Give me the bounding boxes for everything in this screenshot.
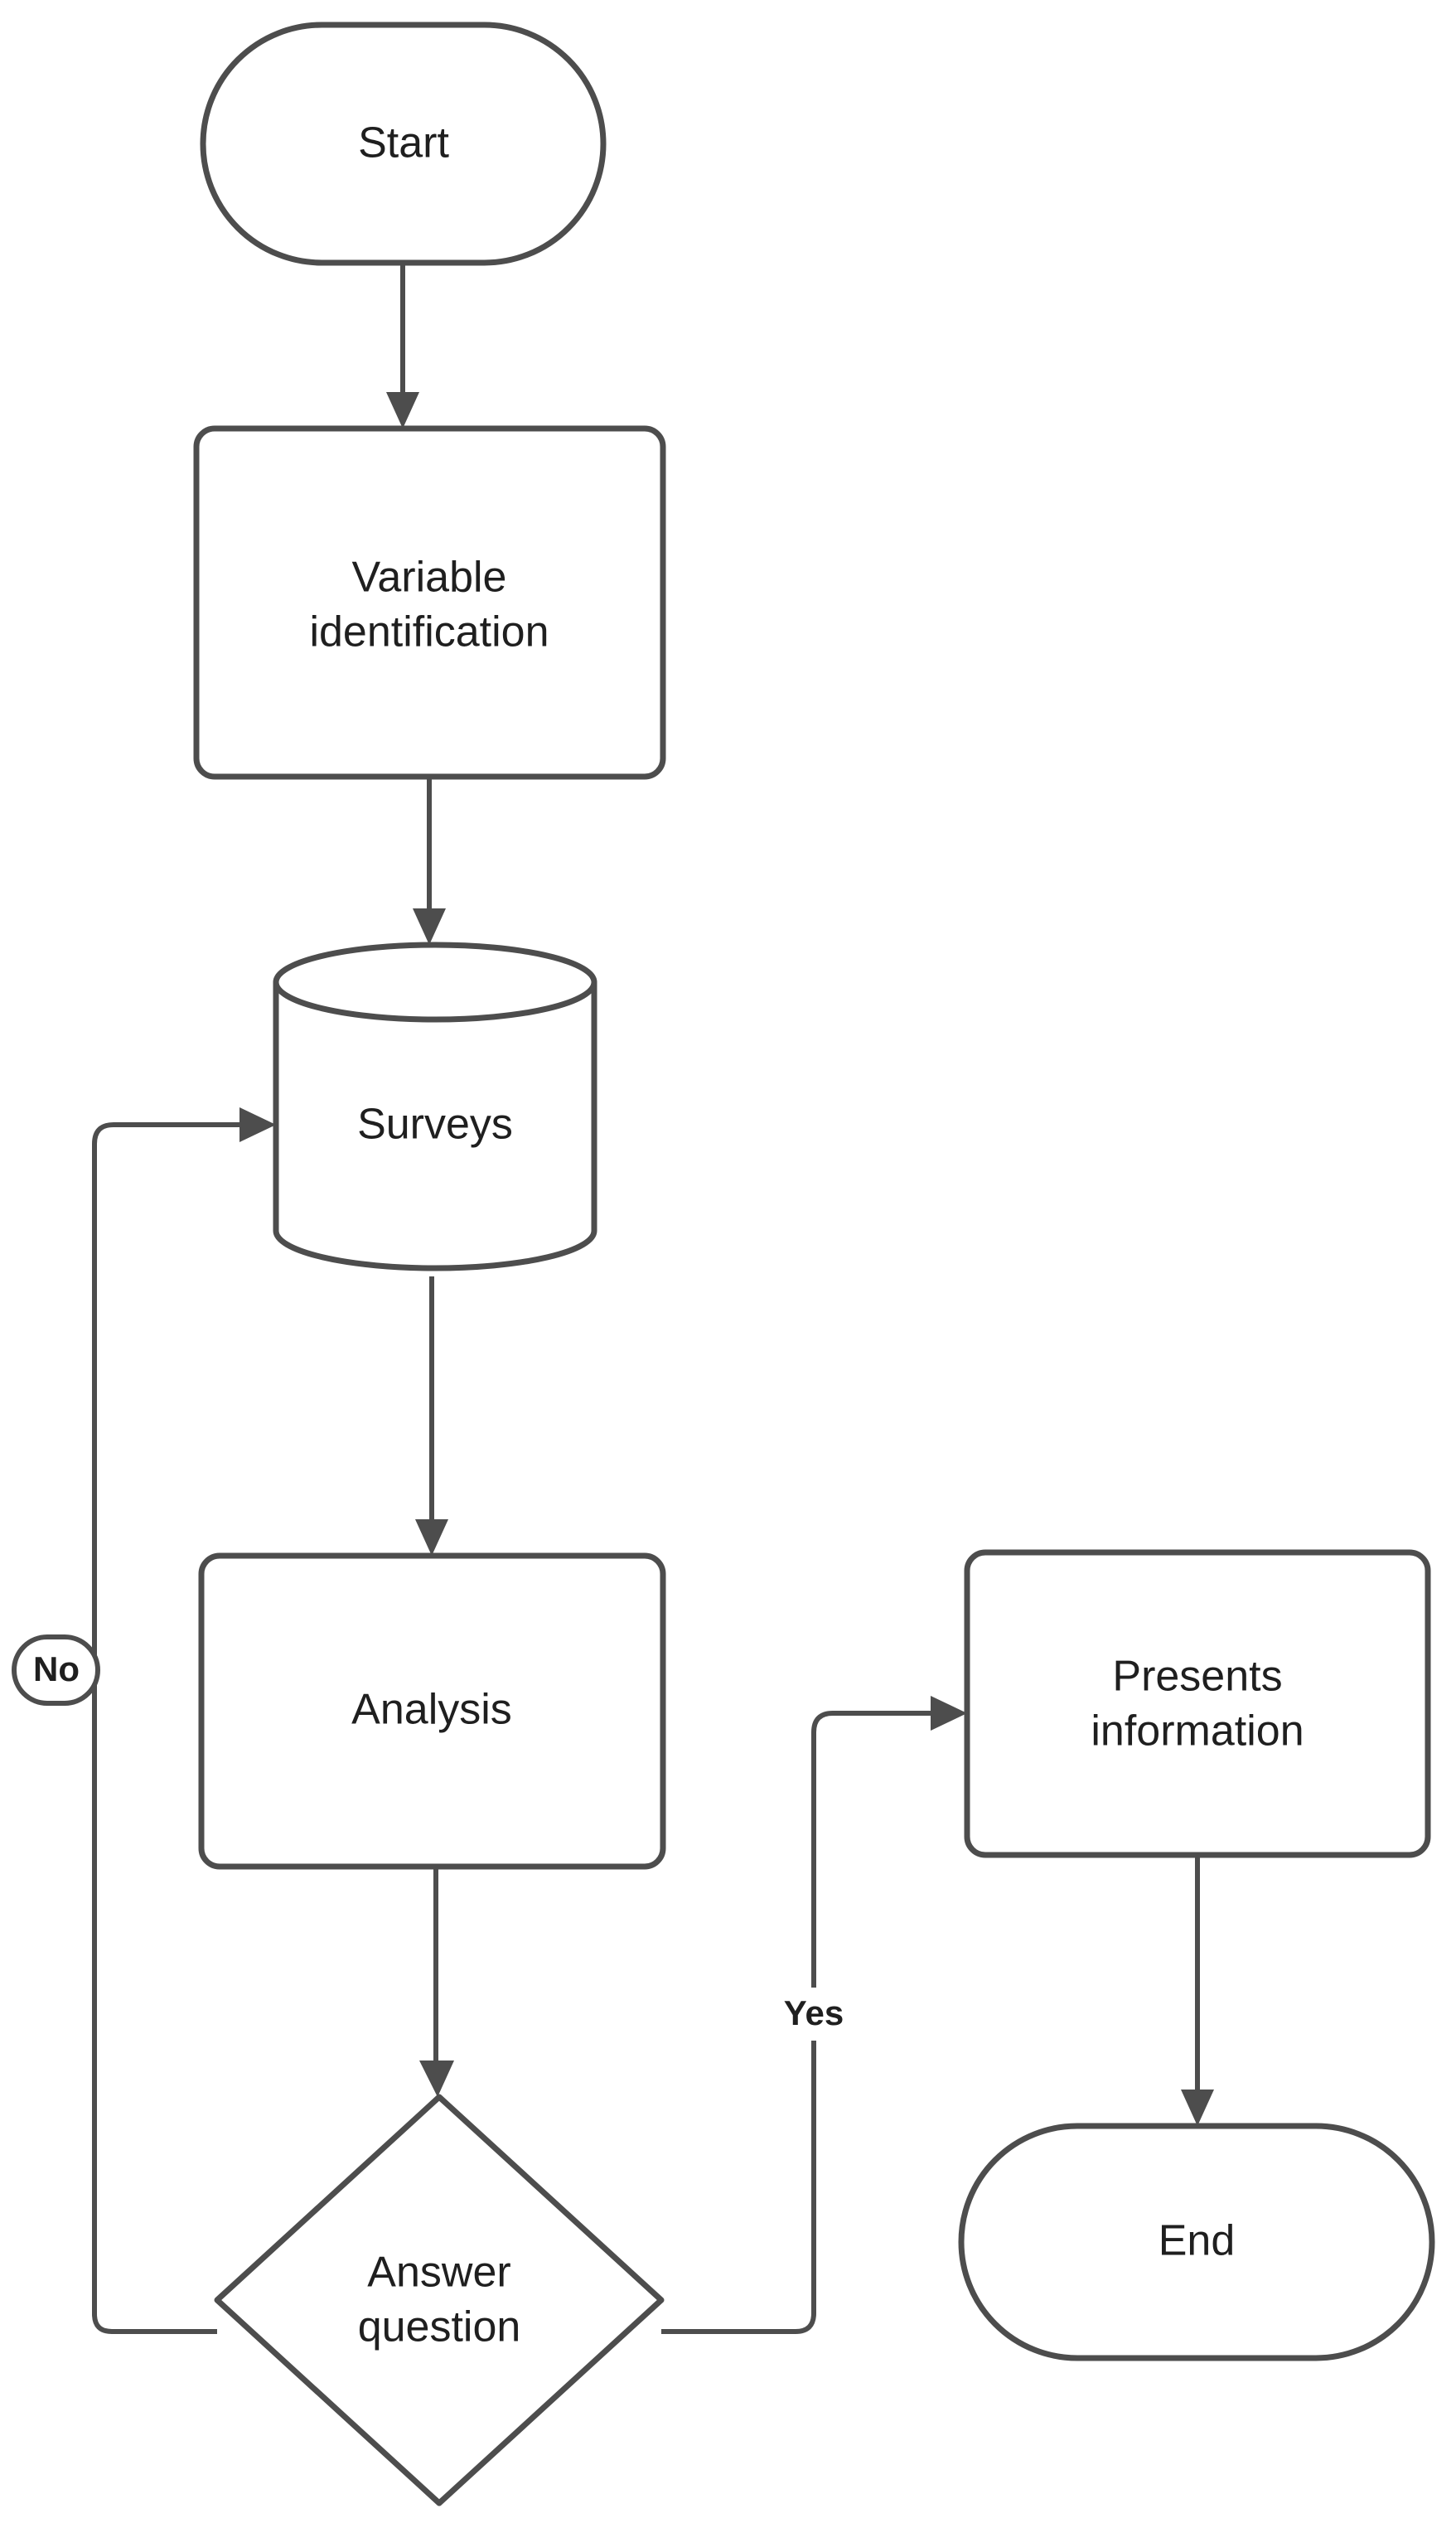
start-label: Start [358,119,449,167]
arrow-head-icon [415,1519,448,1556]
start-shape[interactable] [200,22,607,266]
edge-variable-to-surveys [413,777,446,945]
arrow-head-icon [419,2061,454,2097]
arrow-head-icon [239,1107,276,1142]
yes-label-text: Yes [784,1993,844,2032]
yes-label-background [768,1988,861,2041]
edge-line-answer-surveys-no [92,1122,257,2334]
node-answer-question[interactable]: Answer question [214,2094,665,2506]
arrow-head-icon [931,1696,967,1731]
node-presents-information[interactable]: Presents information [964,1549,1431,1858]
edge-label-yes: Yes [768,1988,861,2041]
variable-identification-shape[interactable] [193,425,666,780]
answer-question-label-line1: Answer [367,2249,510,2297]
node-surveys[interactable]: Surveys [273,942,597,1271]
node-variable-identification[interactable]: Variable identification [193,425,666,780]
surveys-cylinder-body[interactable] [273,979,597,1271]
surveys-cylinder-top[interactable] [273,942,597,1023]
edge-presents-to-end [1181,1855,1214,2126]
presents-information-shape[interactable] [964,1549,1431,1858]
edge-surveys-to-analysis [415,1276,448,1556]
edge-analysis-to-answer [419,1867,454,2097]
variable-identification-label-line1: Variable [352,554,507,602]
analysis-shape[interactable] [198,1552,666,1870]
arrow-head-icon [413,908,446,945]
answer-question-label-line2: question [358,2303,521,2351]
node-end[interactable]: End [958,2123,1435,2361]
arrow-head-icon [386,392,419,429]
analysis-label: Analysis [351,1686,512,1734]
presents-information-label-line1: Presents [1112,1653,1282,1701]
presents-information-label-line2: information [1091,1707,1304,1755]
edge-answer-to-surveys-no [92,1107,276,2334]
no-label-pill [12,1634,100,1706]
variable-identification-label-line2: identification [309,608,549,656]
edge-start-to-variable [386,263,419,429]
end-shape[interactable] [958,2123,1435,2361]
surveys-label: Surveys [357,1101,513,1149]
arrow-head-icon [1181,2090,1214,2126]
edge-label-no: No [12,1634,100,1706]
end-label: End [1159,2217,1236,2265]
node-analysis[interactable]: Analysis [198,1552,666,1870]
no-label-text: No [33,1649,80,1688]
answer-question-shape[interactable] [214,2094,665,2506]
node-start[interactable]: Start [200,22,607,266]
